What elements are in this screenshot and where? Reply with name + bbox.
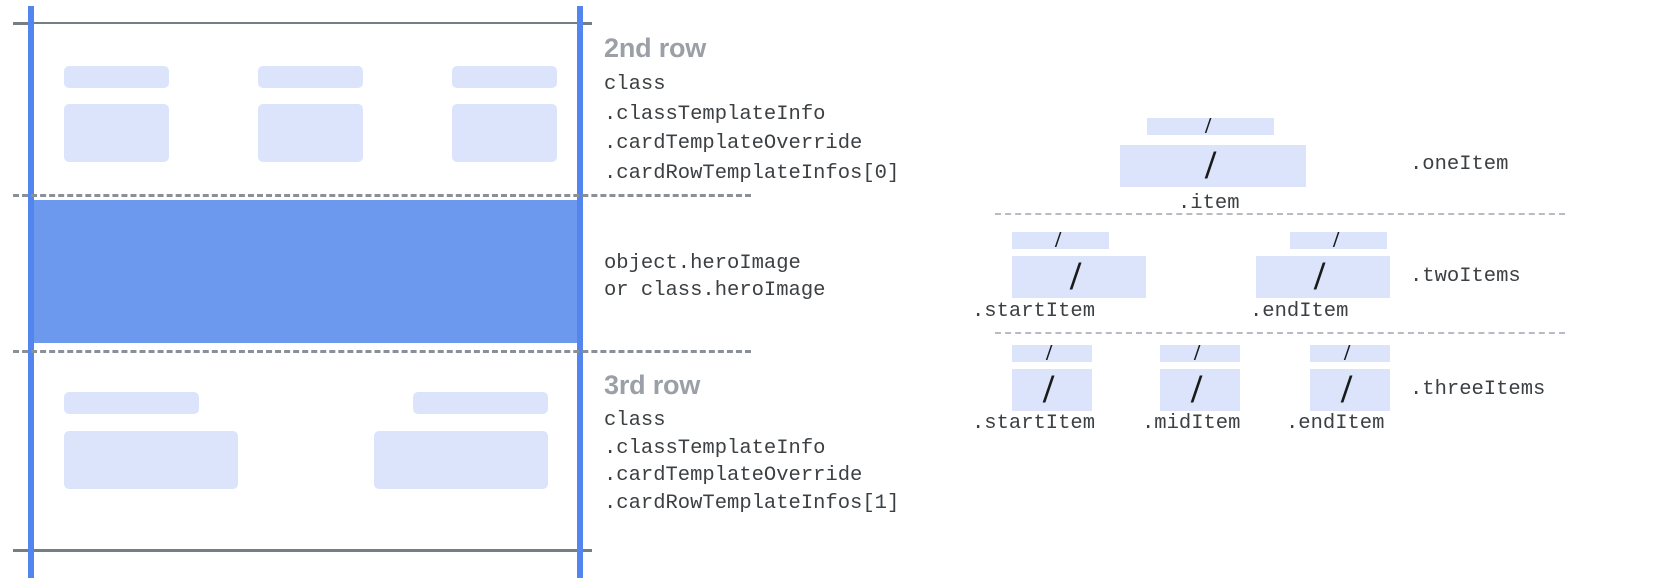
item-cell-label: .endItem <box>1286 412 1385 435</box>
item-chip-small: / <box>1147 118 1274 135</box>
placeholder-title-bar <box>413 392 548 414</box>
row-2-heading: 2nd row <box>604 33 707 63</box>
item-cell-label: .startItem <box>972 412 1096 435</box>
item-chip-small: / <box>1310 345 1390 362</box>
item-group-label: .oneItem <box>1410 153 1509 176</box>
item-chip-large: / <box>1120 145 1306 187</box>
card-top-rule <box>13 22 592 25</box>
item-cell-label: .endItem <box>1250 300 1349 323</box>
placeholder-image-box <box>64 104 169 162</box>
card-start-guide-line <box>28 6 34 578</box>
slash-glyph: / <box>1191 369 1203 411</box>
row-2-code-line-3: .cardRowTemplateInfos[0] <box>604 161 900 185</box>
item-chip-large: / <box>1160 369 1240 411</box>
slash-glyph: / <box>1205 145 1217 187</box>
item-cell-label: .startItem <box>972 300 1096 323</box>
slash-glyph: / <box>1333 232 1340 249</box>
placeholder-title-bar <box>64 66 169 88</box>
placeholder-title-bar <box>452 66 557 88</box>
row-3-code-line-3: .cardRowTemplateInfos[1] <box>604 492 900 515</box>
placeholder-title-bar <box>258 66 363 88</box>
slash-glyph: / <box>1314 256 1326 298</box>
item-chip-small: / <box>1160 345 1240 362</box>
slash-glyph: / <box>1070 256 1082 298</box>
row-3-code-line-2: .cardTemplateOverride <box>604 464 863 487</box>
item-chip-large: / <box>1012 369 1092 411</box>
row-divider-1 <box>13 194 751 197</box>
slash-glyph: / <box>1194 345 1201 362</box>
hero-code-line-0: object.heroImage <box>604 252 801 275</box>
item-chip-large: / <box>1256 256 1390 298</box>
slash-glyph: / <box>1043 369 1055 411</box>
row-2-code-line-1: .classTemplateInfo <box>604 102 826 126</box>
card-template-diagram <box>0 0 751 584</box>
placeholder-image-box <box>64 431 238 489</box>
item-group-divider-1 <box>995 213 1565 215</box>
item-group-label: .twoItems <box>1410 265 1521 288</box>
row-3-code-line-1: .classTemplateInfo <box>604 437 826 460</box>
row-3-code-line-0: class <box>604 409 666 432</box>
item-chip-large: / <box>1012 256 1146 298</box>
placeholder-image-box <box>258 104 363 162</box>
item-group-label: .threeItems <box>1410 378 1546 401</box>
item-layout-diagram: / / .item .oneItem / / .startItem / / .e… <box>960 0 1676 584</box>
item-chip-large: / <box>1310 369 1390 411</box>
placeholder-image-box <box>374 431 548 489</box>
item-chip-small: / <box>1012 232 1109 249</box>
row-2-code-line-2: .cardTemplateOverride <box>604 132 863 155</box>
row-divider-2 <box>13 350 751 353</box>
card-bottom-rule <box>13 549 592 552</box>
placeholder-image-box <box>452 104 557 162</box>
card-row-3-region <box>34 353 580 548</box>
slash-glyph: / <box>1055 232 1062 249</box>
slash-glyph: / <box>1344 345 1351 362</box>
slash-glyph: / <box>1341 369 1353 411</box>
hero-code-line-1: or class.heroImage <box>604 279 826 302</box>
hero-image-block <box>34 200 580 343</box>
row-2-code-line-0: class <box>604 73 666 96</box>
item-cell-label: .midItem <box>1142 412 1241 435</box>
slash-glyph: / <box>1046 345 1053 362</box>
item-chip-small: / <box>1012 345 1092 362</box>
item-group-divider-2 <box>995 332 1565 334</box>
placeholder-title-bar <box>64 392 199 414</box>
item-cell-label: .item <box>1178 192 1240 215</box>
card-row-2-region <box>34 24 580 194</box>
slash-glyph: / <box>1205 118 1212 135</box>
card-end-guide-line <box>577 6 583 578</box>
item-chip-small: / <box>1290 232 1387 249</box>
row-3-heading: 3rd row <box>604 370 701 400</box>
